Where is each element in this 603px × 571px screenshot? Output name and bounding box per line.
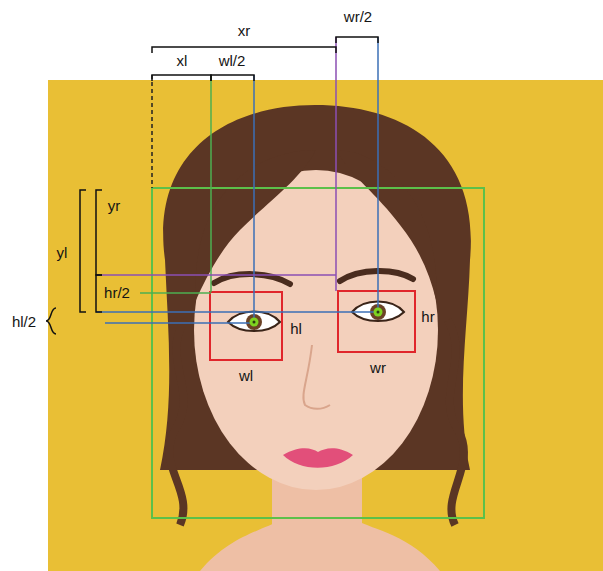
lips [283,448,353,468]
hair-curl [169,320,185,525]
hair-bang [336,150,436,300]
eye-center-dot [250,318,259,327]
dimension-label: yr [108,198,121,213]
dimension-label: hr [421,309,434,324]
hair-bang [196,150,316,300]
dimension-label: wl [239,368,253,383]
reference-line [210,75,212,292]
eye-center-dot [374,308,383,317]
nose [303,345,330,409]
dimension-bracket [96,275,102,312]
photo-background [48,80,603,571]
reference-line [151,75,153,188]
eye-bounding-box [338,291,415,352]
dimension-label: hl/2 [12,314,36,329]
dimension-label: yl [57,245,68,260]
reference-line [105,322,254,324]
dimension-bracket [152,75,211,81]
dimension-brace [46,308,56,334]
dimension-bracket [211,75,254,81]
dimension-label: xr [238,23,251,38]
dimension-label: wl/2 [219,53,246,68]
reference-line [96,311,378,313]
hair-curl [448,320,464,525]
dimension-label: xl [177,53,188,68]
dimension-label: wr [370,360,386,375]
dimension-label: hl [290,321,302,336]
dimension-label: wr/2 [344,9,372,24]
face-bounding-box [152,188,484,518]
reference-line [96,274,336,276]
eyebrow [340,271,413,281]
eye-center-dot [253,321,256,324]
reference-line [335,37,337,291]
eye-bounding-box [210,292,282,360]
reference-line [377,37,379,312]
dimension-label: hr/2 [104,285,130,300]
reference-line [140,292,211,294]
dimension-bracket [96,190,102,275]
eye-center-dot [377,311,380,314]
dimension-bracket [336,37,378,43]
reference-line [253,75,255,322]
dimension-bracket [80,190,86,312]
